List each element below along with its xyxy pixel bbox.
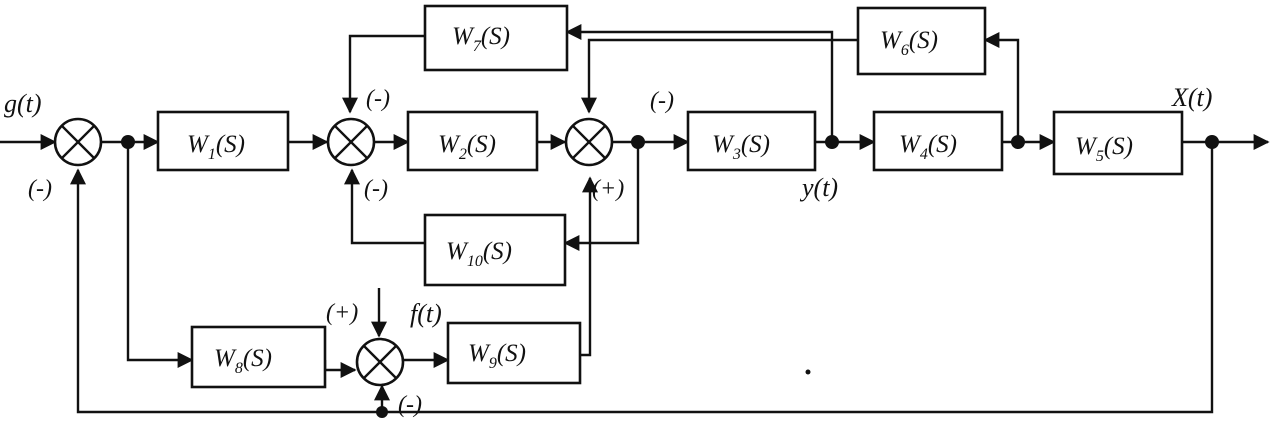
w8-sub: 8 [235, 360, 243, 377]
block-w5: W5(S) [1052, 110, 1184, 176]
svg-text:W3(S): W3(S) [712, 131, 770, 163]
w2-name: W [438, 131, 461, 158]
svg-text:W10(S): W10(S) [446, 238, 512, 270]
block-w3: W3(S) [686, 110, 817, 172]
svg-text:W4(S): W4(S) [899, 131, 957, 163]
label-intermediate: y(t) [799, 173, 838, 202]
w9-sub: 9 [489, 355, 497, 372]
w7-arg: (S) [481, 23, 510, 50]
sign-sj2-bottom: (-) [364, 176, 388, 202]
branch-node-output [1205, 135, 1219, 149]
w3-sub: 3 [732, 146, 741, 163]
sign-sj2-top: (-) [366, 86, 390, 112]
svg-text:W6(S): W6(S) [880, 27, 938, 59]
w2-arg: (S) [467, 131, 496, 158]
branch-node-sj3 [631, 135, 645, 149]
w3-arg: (S) [741, 131, 770, 158]
w1-sub: 1 [208, 146, 216, 163]
w6-name: W [880, 27, 903, 54]
w4-arg: (S) [928, 131, 957, 158]
block-w9: W9(S) [446, 321, 582, 385]
block-w4: W4(S) [872, 110, 1004, 172]
w1-name: W [187, 131, 210, 158]
w7-sub: 7 [473, 38, 482, 55]
svg-text:W1(S): W1(S) [187, 131, 245, 163]
svg-text:W7(S): W7(S) [452, 23, 510, 55]
branch-node-input [121, 135, 135, 149]
sign-sj4-top: (+) [326, 300, 358, 326]
wire-y-w7 [565, 24, 834, 142]
wire-w6-sj3 [581, 38, 858, 114]
wire-node1-w8 [126, 142, 194, 368]
wire-w10-sj2 [344, 168, 425, 245]
label-output: X(t) [1171, 83, 1212, 112]
label-disturbance: f(t) [410, 299, 442, 328]
wire-w9-sj3 [580, 176, 598, 357]
w9-name: W [468, 340, 491, 367]
wire-w8-sj4 [323, 360, 357, 378]
w6-sub: 6 [901, 42, 909, 59]
w10-name: W [446, 238, 469, 265]
summing-junction-1 [53, 117, 103, 167]
block-w1: W1(S) [156, 110, 290, 172]
summing-junction-3 [564, 117, 614, 167]
w4-sub: 4 [920, 146, 928, 163]
svg-text:W9(S): W9(S) [468, 340, 526, 372]
w8-name: W [214, 345, 237, 372]
summing-junction-4 [355, 337, 405, 387]
sign-sj3-top: (-) [650, 88, 674, 114]
w8-arg: (S) [243, 345, 272, 372]
svg-text:W2(S): W2(S) [438, 131, 496, 163]
sign-sj4-bottom: (-) [398, 392, 422, 418]
summing-junction-2 [326, 117, 376, 167]
wire-w7-sj2 [342, 34, 425, 114]
wire-output-feedback [70, 142, 1214, 414]
label-input: g(t) [4, 89, 42, 118]
w5-arg: (S) [1104, 133, 1133, 160]
block-w10: W10(S) [423, 213, 567, 287]
w4-name: W [899, 131, 922, 158]
branch-node-bottom [376, 406, 388, 418]
w9-arg: (S) [497, 340, 526, 367]
branch-node-y [825, 135, 839, 149]
block-w7: W7(S) [423, 4, 569, 72]
block-w6: W6(S) [856, 6, 987, 76]
w7-name: W [452, 23, 475, 50]
w10-arg: (S) [483, 238, 512, 265]
stray-dot [805, 369, 811, 375]
signal-lines [0, 24, 1270, 414]
sign-sj3-bottom: (+) [592, 176, 624, 202]
w6-arg: (S) [909, 27, 938, 54]
block-w2: W2(S) [406, 110, 539, 172]
branch-nodes [121, 135, 1219, 418]
sign-sj1-bottom: (-) [28, 176, 52, 202]
w10-sub: 10 [467, 253, 483, 270]
block-w8: W8(S) [190, 325, 327, 389]
w1-arg: (S) [216, 131, 245, 158]
w5-name: W [1075, 133, 1098, 160]
w5-sub: 5 [1096, 148, 1104, 165]
wire-node4-w6 [983, 32, 1020, 142]
branch-node-w4 [1011, 135, 1025, 149]
svg-text:W8(S): W8(S) [214, 345, 272, 377]
svg-text:W5(S): W5(S) [1075, 133, 1133, 165]
w3-name: W [712, 131, 735, 158]
w2-sub: 2 [459, 146, 467, 163]
